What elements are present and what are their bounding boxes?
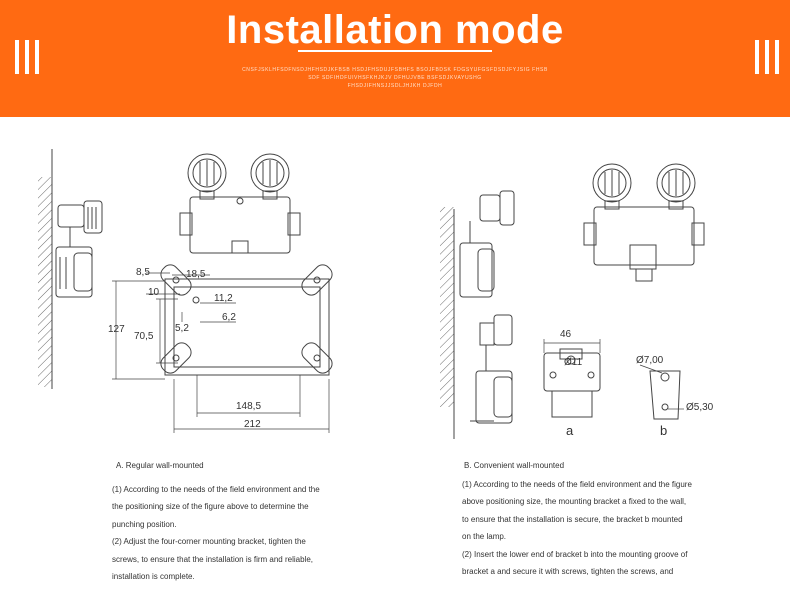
section-b-text: (1) According to the needs of the field … (462, 476, 782, 580)
section-a-line: (2) Adjust the four-corner mounting brac… (112, 537, 306, 547)
subtext-line: FHSDJIFHNSJJSDLJHJKH DJFDH (347, 83, 443, 89)
subtext-line: CNSFJSKLHFSDFNSDJHFHSDJKFBSB HSDJFHSDUJF… (242, 67, 548, 73)
dim-212: 212 (244, 419, 261, 430)
header-banner: Installation mode CNSFJSKLHFSDFNSDJHFHSD… (0, 0, 790, 117)
dim-148-5: 148,5 (236, 401, 261, 412)
side-view-lamp-b-icon (459, 190, 515, 424)
section-b-caption: B. Convenient wall-mounted (464, 461, 565, 470)
dim-10: 10 (148, 287, 160, 298)
page-title: Installation mode (226, 8, 564, 52)
installation-drawing: 8,5 18,5 10 11,2 6,2 5,2 127 70,5 148,5 … (38, 149, 714, 439)
dimension-lines-a (112, 272, 330, 433)
bracket-b-icon (639, 364, 684, 420)
section-a-line: (1) According to the needs of the field … (112, 485, 320, 494)
dim-diameter-7: Ø7,00 (636, 355, 664, 366)
mounting-plate-a-icon (160, 264, 333, 376)
title-underline (298, 50, 492, 52)
front-view-lamp-a-icon (179, 153, 301, 254)
dim-diameter-5-30: Ø5,30 (686, 402, 714, 413)
section-b-line: above positioning size, the mounting bra… (462, 497, 687, 507)
dim-127: 127 (108, 324, 125, 335)
dim-8-5: 8,5 (136, 267, 150, 278)
decorative-bars-left-icon (15, 40, 39, 74)
side-view-lamp-a-icon (55, 200, 103, 298)
section-a-line: punching position. (112, 519, 177, 529)
bracket-a-icon (543, 339, 601, 418)
dim-11-2: 11,2 (214, 293, 233, 304)
header-subtext: CNSFJSKLHFSDFNSDJHFHSDJKFBSB HSDJFHSDUJF… (230, 66, 560, 90)
dim-70-5: 70,5 (134, 331, 154, 342)
wall-b-icon (440, 207, 455, 439)
section-a-line: the positioning size of the figure above… (112, 502, 309, 512)
dim-18-5: 18,5 (186, 269, 206, 280)
dim-6-2: 6,2 (222, 312, 236, 323)
section-b-line: (1) According to the needs of the field … (462, 480, 692, 489)
section-b-line: bracket a and secure it with screws, tig… (462, 567, 674, 577)
subtext-line: SDF SDFIHDFUIVHSFKHJKJV DFHUJVBE BSFSDJK… (308, 75, 482, 81)
wall-a-icon (38, 149, 53, 389)
section-b-line: to ensure that the installation is secur… (462, 514, 683, 524)
section-a-text: (1) According to the needs of the field … (112, 481, 402, 585)
section-a-line: screws, to ensure that the installation … (112, 554, 313, 564)
dim-46: 46 (560, 329, 572, 340)
section-a-line: installation is complete. (112, 572, 195, 582)
section-b-line: (2) Insert the lower end of bracket b in… (462, 549, 688, 559)
section-a-caption: A. Regular wall-mounted (116, 461, 204, 470)
label-bracket-b: b (660, 423, 667, 438)
front-view-lamp-b-icon (583, 163, 705, 282)
label-bracket-a: a (566, 423, 574, 438)
dim-diameter-11: Ø11 (564, 357, 583, 368)
decorative-bars-right-icon (755, 40, 779, 74)
dim-5-2: 5,2 (175, 323, 189, 334)
section-b-line: on the lamp. (462, 532, 507, 542)
